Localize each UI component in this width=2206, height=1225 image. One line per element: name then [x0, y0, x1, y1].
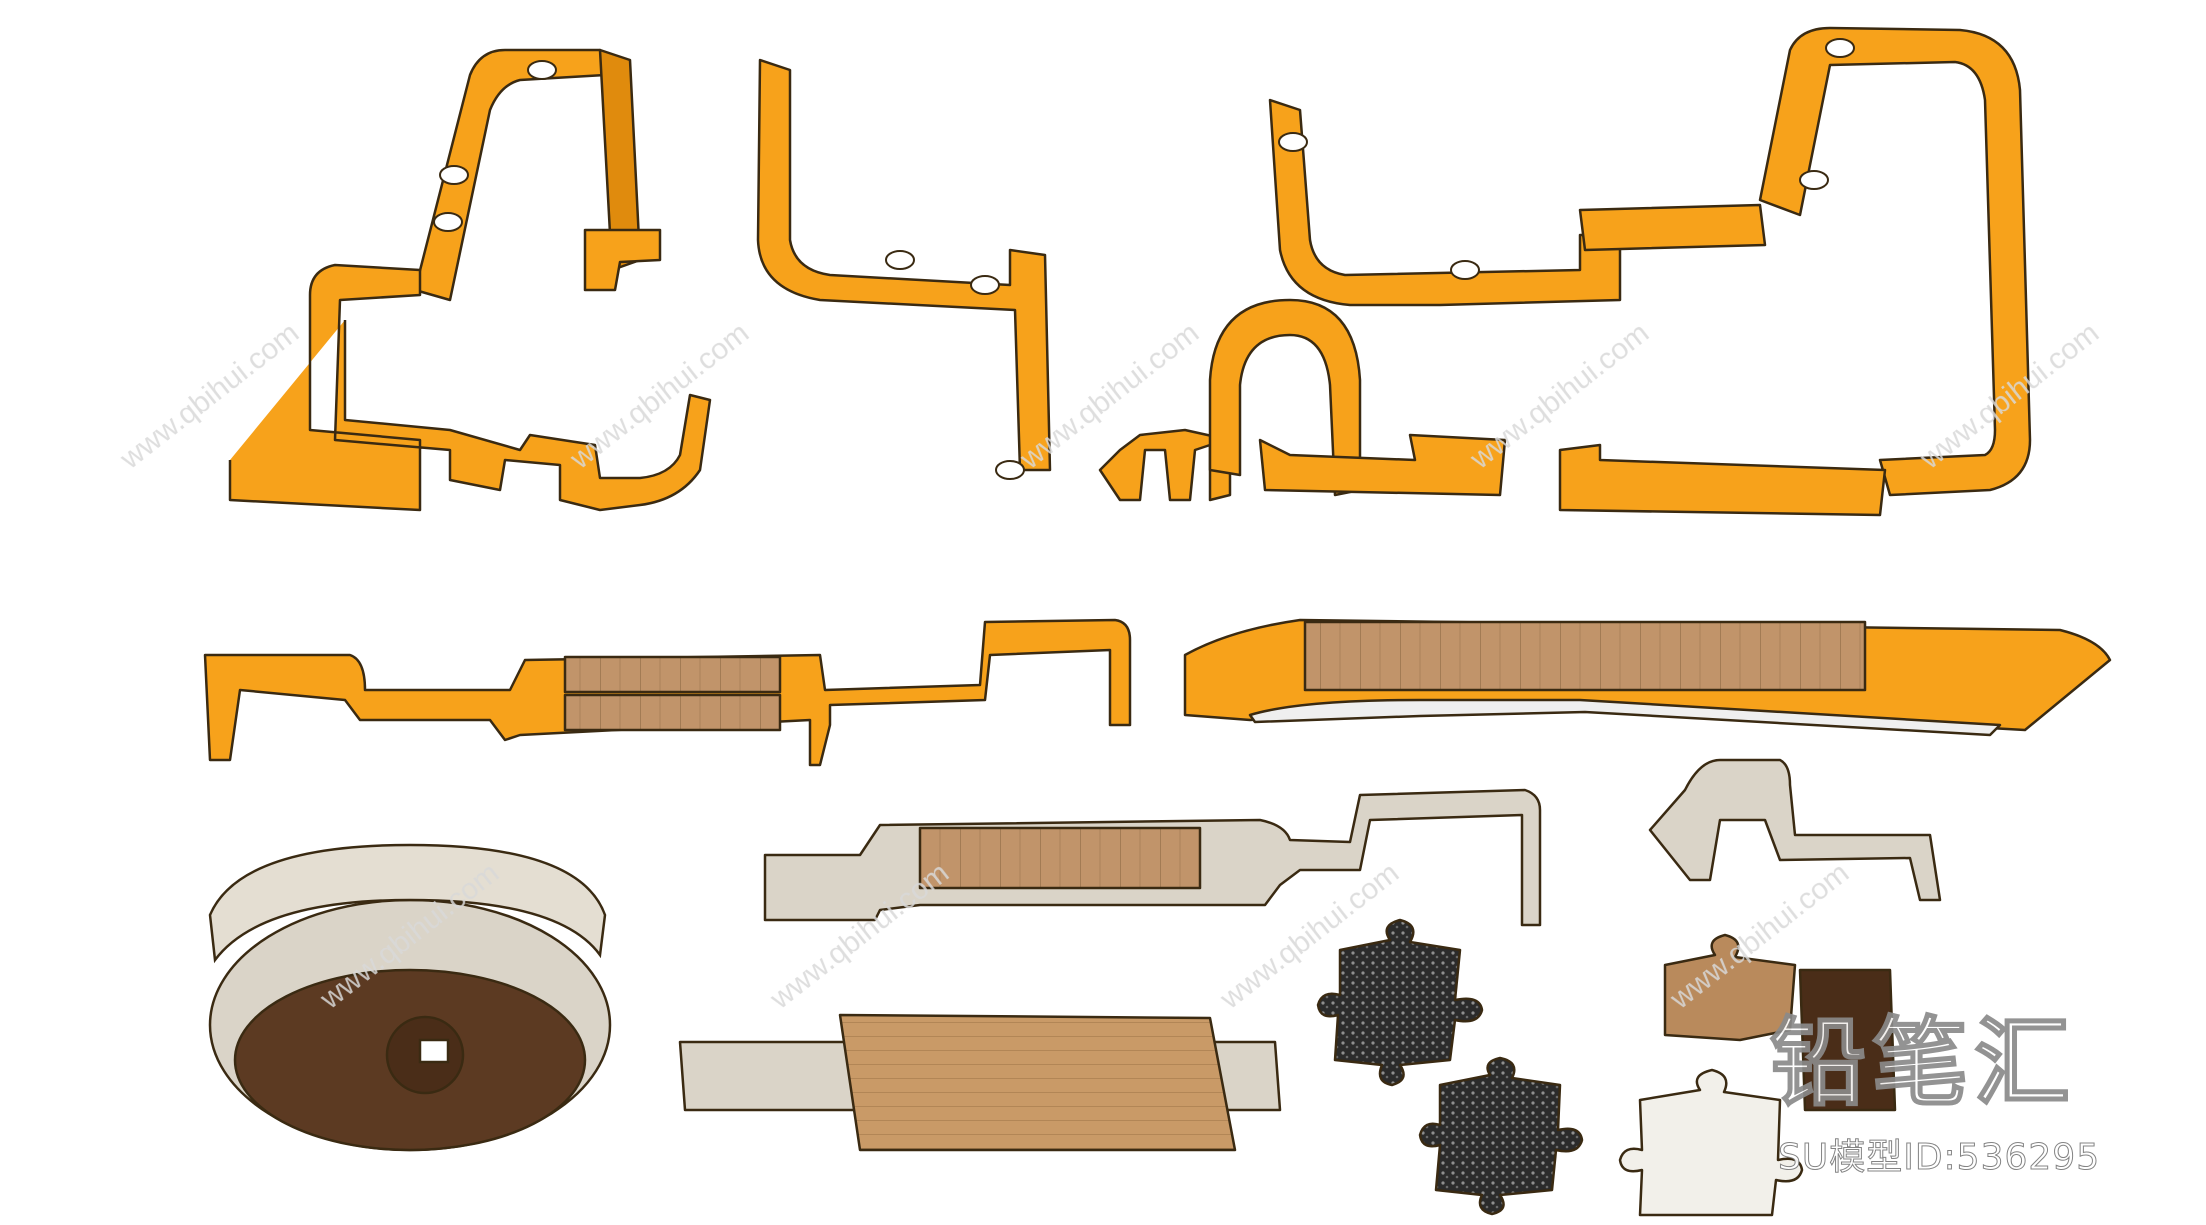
left-lower-ribbon: [228, 263, 712, 512]
puzzle-piece-white: [1618, 1068, 1804, 1217]
pod-top-band: [208, 843, 607, 964]
hole: [995, 460, 1025, 480]
hole: [970, 275, 1000, 295]
hole: [433, 212, 463, 232]
flat-bench: [678, 1013, 1282, 1152]
watermark-url: www.qbihui.com: [563, 316, 755, 476]
center-wave: [1098, 428, 1232, 502]
right-arch: [1758, 26, 2032, 497]
right-zigzag: [1268, 98, 1622, 307]
curved-bench-underside: [1248, 698, 2002, 737]
puzzle-pieces: [1316, 918, 1897, 1217]
right-top-strip: [1578, 203, 1767, 252]
bench-wood-bottom: [563, 693, 782, 732]
puzzle-piece-gravel-1: [1316, 918, 1484, 1087]
right-lower-strip: [1558, 443, 1887, 517]
curved-bench-wood: [1303, 620, 1867, 692]
right-lower-ribbon: [1258, 433, 1507, 497]
model-id-watermark: SU模型ID:536295: [1777, 1137, 2101, 1179]
puzzle-piece-dark: [1798, 968, 1897, 1112]
hole: [885, 250, 915, 270]
hole: [1825, 38, 1855, 58]
beige-wood-bench: [763, 788, 1542, 927]
frame-holes: [433, 38, 1855, 480]
small-beige-bench: [1648, 758, 1942, 902]
hole: [439, 165, 469, 185]
orange-wood-bench: [203, 618, 1132, 767]
bench-wood-top: [563, 655, 782, 694]
puzzle-piece-wood: [1663, 933, 1797, 1042]
hole: [1278, 132, 1308, 152]
brand-watermark: 铅笔汇: [1769, 1006, 2076, 1120]
beige-bench-wood: [918, 826, 1202, 890]
hole: [1799, 170, 1829, 190]
orange-frame-group: [228, 26, 2032, 517]
center-arch: [1208, 298, 1362, 497]
curved-orange-bench: [1183, 618, 2112, 737]
puzzle-piece-gravel-2: [1418, 1056, 1584, 1216]
round-pod: [208, 843, 612, 1152]
flat-bench-wood: [838, 1013, 1237, 1152]
center-vertical: [756, 58, 1052, 472]
left-bracket: [583, 228, 662, 292]
hole: [527, 60, 557, 80]
pod-table-top: [418, 1038, 450, 1064]
hole: [1450, 260, 1480, 280]
